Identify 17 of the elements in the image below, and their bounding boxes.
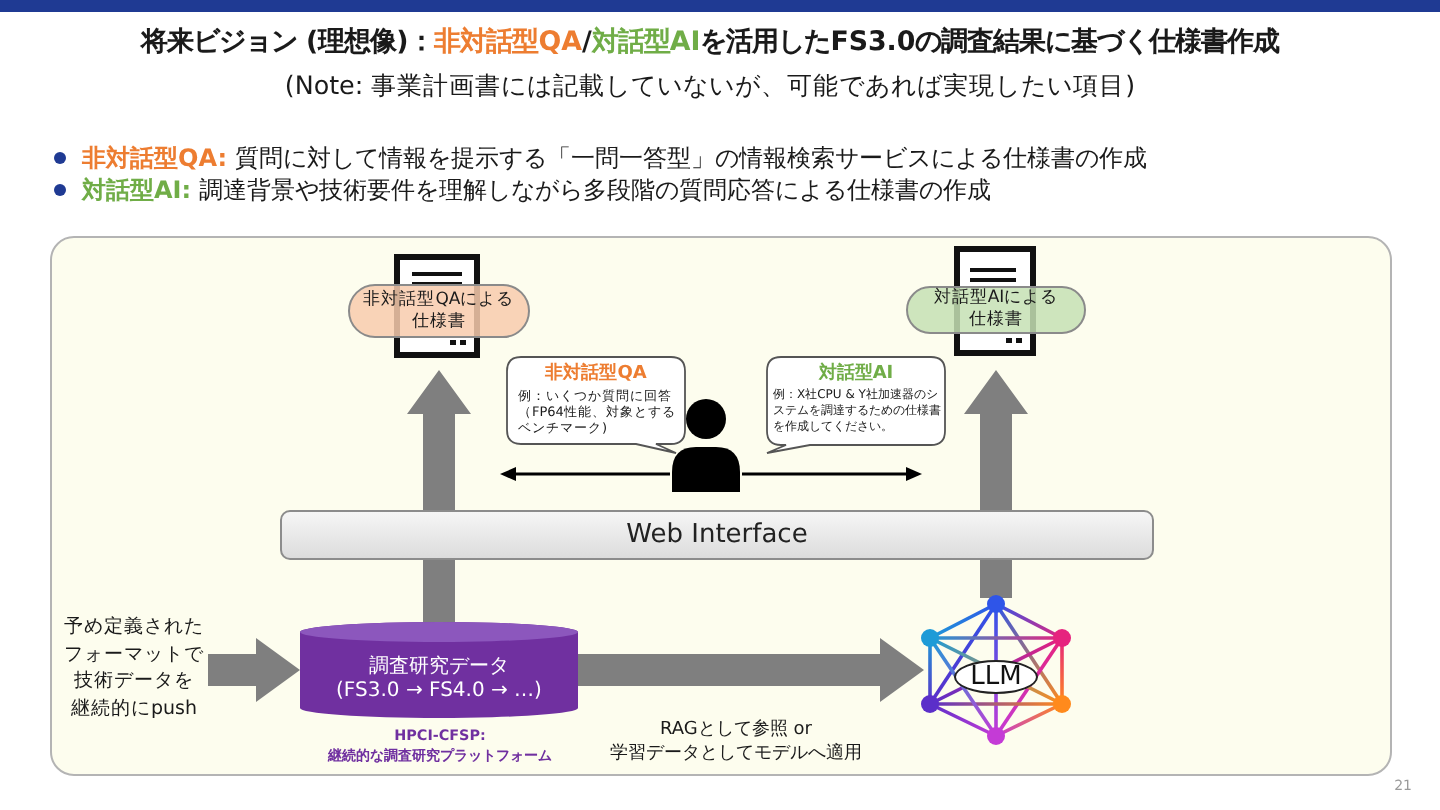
bubble-title: 非対話型QA (543, 363, 649, 385)
title: 将来ビジョン (理想像)：非対話型QA/対話型AIを活用したFS3.0の調査結果に基づく仕様書作成 (138, 24, 1282, 62)
cylinder-label: 調査研究データ (367, 653, 511, 679)
document-label: 非対話型QAによる仕様書 (348, 284, 530, 338)
bullet-text: 非対話型QA: 質問に対して情報を提示する「一問一答型」の情報検索サービスによる仕様書の作成 (82, 142, 1149, 174)
interface-band: Web Interface (280, 510, 1154, 560)
document-label: 対話型AIによる仕様書 (906, 286, 1086, 334)
block-arrow (578, 638, 924, 702)
person-icon (670, 398, 742, 492)
bullet-text: 対話型AI: 調達背景や技術要件を理解しながら多段階の質問応答による仕様書の作成 (82, 174, 993, 206)
arrow (742, 467, 922, 481)
bubble-title: 対話型AI (816, 363, 896, 385)
arrow (500, 467, 670, 481)
cylinder-sublabel: (FS3.0 → FS4.0 → …) (334, 677, 544, 703)
note-text: 予め定義されたフォーマットで技術データを継続的にpush (60, 614, 208, 726)
block-arrow (208, 638, 300, 702)
subtitle: (Note: 事業計画書には記載していないが、可能であれば実現したい項目) (282, 68, 1138, 104)
